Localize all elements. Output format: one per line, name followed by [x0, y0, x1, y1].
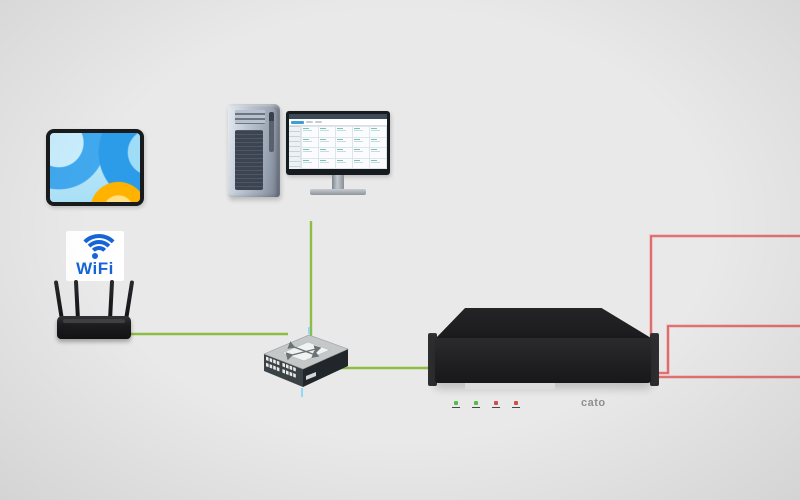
front-vent	[235, 130, 263, 190]
switch-port	[273, 359, 276, 364]
app-card	[353, 148, 369, 158]
tablet-device	[46, 129, 144, 206]
switch-port-marker	[301, 388, 303, 397]
wifi-signal-icon	[77, 234, 121, 278]
network-switch	[250, 324, 354, 400]
switch-arrows-icon	[285, 341, 322, 361]
pc-monitor	[286, 111, 390, 195]
app-card	[302, 158, 318, 168]
status-led	[512, 401, 520, 408]
app-card	[319, 127, 335, 137]
wifi-signal-icon	[89, 246, 109, 266]
router-antenna	[124, 280, 135, 321]
app-card	[302, 137, 318, 147]
cato-sdwan-appliance: cato	[428, 306, 660, 409]
app-card	[336, 127, 352, 137]
app-card	[336, 137, 352, 147]
switch-port	[273, 365, 276, 371]
monitor-screen	[289, 114, 387, 169]
switch-port	[266, 362, 269, 368]
appliance-base-notch	[465, 383, 555, 390]
wifi-signal-dot	[92, 253, 98, 259]
app-toolbar-item	[306, 121, 313, 123]
switch-port	[266, 356, 269, 362]
app-card	[302, 127, 318, 137]
switch-side-face	[303, 349, 348, 387]
app-card	[370, 158, 386, 168]
appliance-leds	[452, 401, 520, 408]
switch-port	[276, 366, 280, 372]
app-sidebar	[289, 126, 301, 169]
switch-port	[286, 364, 289, 369]
switch-label-plate	[306, 371, 316, 380]
wifi-router	[53, 278, 135, 340]
switch-graphic	[263, 327, 349, 397]
switch-ports	[266, 356, 296, 378]
switch-port	[282, 368, 285, 374]
app-card	[302, 148, 318, 158]
router-antenna	[108, 279, 115, 321]
power-button-column	[269, 112, 274, 152]
router-antenna	[73, 279, 80, 321]
switch-port	[293, 373, 296, 378]
switch-port-marker	[308, 327, 310, 334]
app-title-bar	[289, 114, 387, 119]
switch-port	[269, 364, 273, 369]
switch-port	[286, 370, 289, 375]
app-toolbar-item	[315, 121, 322, 123]
pc-tower	[228, 104, 280, 197]
router-body	[57, 316, 131, 339]
switch-port	[276, 360, 280, 366]
app-card	[370, 127, 386, 137]
status-led	[452, 401, 460, 408]
wifi-signal-icon	[83, 240, 115, 272]
app-card	[319, 148, 335, 158]
wan-link-middle	[642, 325, 800, 374]
switch-port	[269, 357, 273, 363]
appliance-rack-ear-right	[650, 333, 659, 386]
monitor-stand-neck	[332, 175, 344, 189]
wan-link-top	[640, 235, 800, 367]
status-led	[472, 401, 480, 408]
app-card	[370, 137, 386, 147]
app-card	[353, 127, 369, 137]
app-card	[353, 158, 369, 168]
switch-port	[289, 371, 293, 377]
app-card	[336, 158, 352, 168]
switch-port	[289, 365, 293, 371]
app-body	[289, 126, 387, 169]
monitor-app-grid	[301, 126, 387, 169]
monitor-stand-base	[310, 189, 366, 195]
wifi-label-badge: WiFi	[66, 231, 124, 281]
router-antenna	[53, 280, 64, 321]
wifi-label: WiFi	[76, 259, 114, 278]
tablet-wallpaper	[50, 133, 140, 202]
appliance-top-face	[436, 308, 651, 338]
appliance-rack-ear-left	[428, 333, 437, 386]
switch-port	[282, 362, 285, 368]
lan-links	[122, 221, 434, 370]
app-card	[319, 158, 335, 168]
switch-port	[293, 366, 296, 372]
app-card	[319, 137, 335, 147]
app-card	[336, 148, 352, 158]
wan-links	[640, 234, 800, 379]
appliance-brand-label: cato	[581, 397, 606, 409]
app-card	[370, 148, 386, 158]
status-led	[492, 401, 500, 408]
drive-bays	[235, 110, 265, 124]
app-card	[353, 137, 369, 147]
app-accent-chip	[291, 120, 304, 124]
app-toolbar	[289, 119, 387, 126]
appliance-front-panel: cato	[435, 338, 651, 409]
